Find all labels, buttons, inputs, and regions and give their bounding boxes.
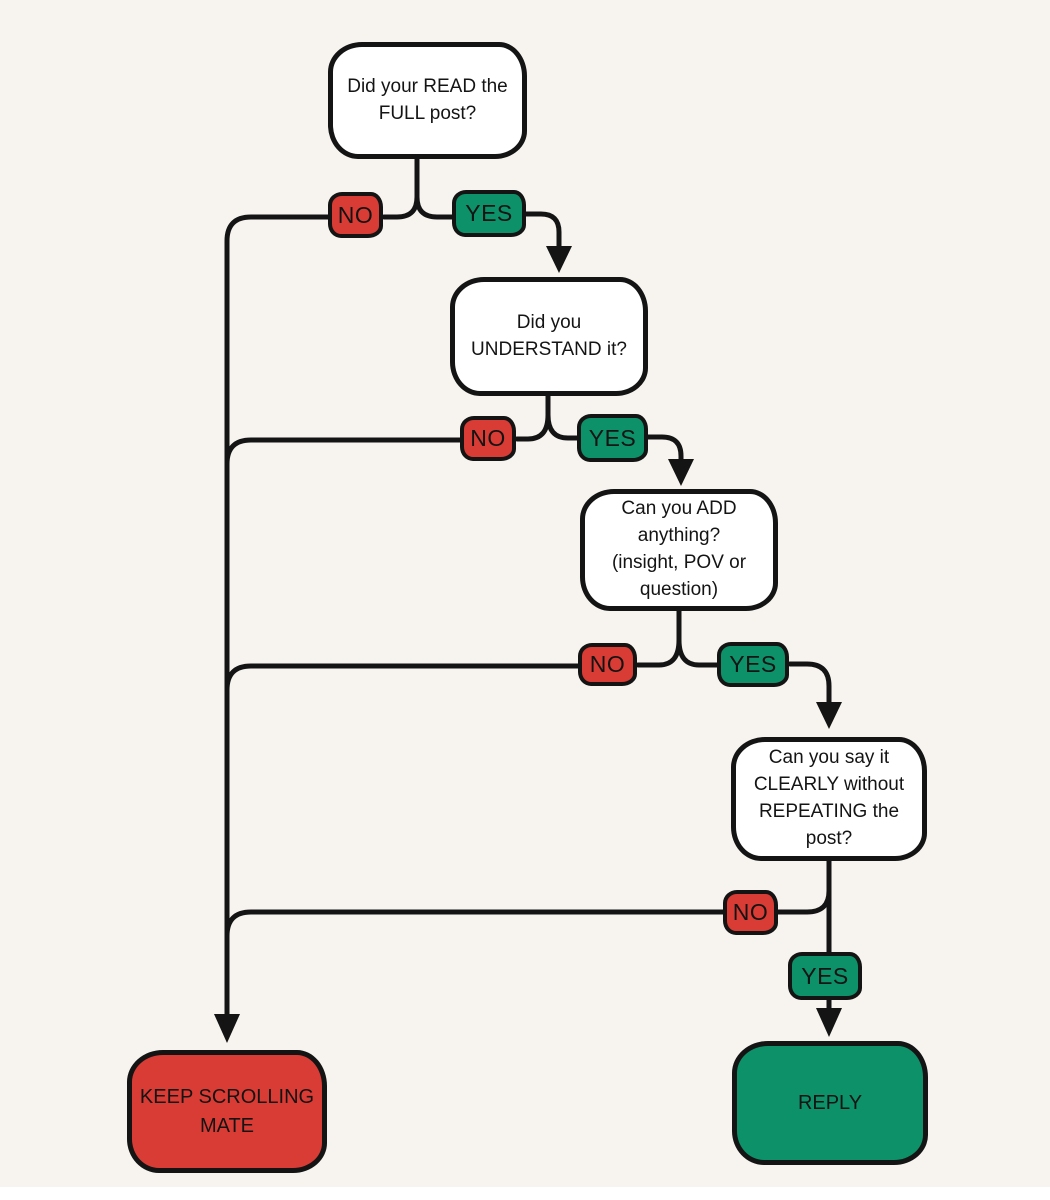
connector-q1-fork-left — [381, 194, 420, 220]
arrowhead-into-keep — [214, 1014, 240, 1043]
terminal-text: KEEP SCROLLING MATE — [139, 1085, 315, 1137]
yes-badge-4: YES — [788, 952, 862, 1000]
no-badge-2: NO — [460, 416, 516, 461]
connector-yes1-q2 — [523, 211, 562, 251]
terminal-keep-scrolling: KEEP SCROLLING MATE — [127, 1050, 327, 1173]
arrowhead-into-q2 — [546, 246, 572, 273]
yes-label: YES — [465, 200, 513, 226]
no-label: NO — [337, 201, 374, 228]
terminal-text: REPLY — [797, 1091, 863, 1114]
arrowhead-into-q3 — [668, 459, 694, 486]
connector-no3-trunk — [224, 663, 581, 693]
no-label: NO — [470, 425, 506, 451]
connector-no1-trunk — [224, 214, 331, 1017]
no-badge-4: NO — [723, 890, 778, 935]
bottom-strip — [0, 1187, 1050, 1200]
connector-q2-fork-left — [514, 412, 551, 442]
decision-text: Did your READ the FULL post? — [347, 75, 508, 124]
arrowhead-into-q4 — [816, 702, 842, 729]
no-label: NO — [589, 651, 626, 677]
decision-text: Can you ADD anything? (insight, POV or q… — [611, 498, 747, 600]
yes-label: YES — [729, 651, 777, 677]
decision-read-full-post: Did your READ the FULL post? — [328, 42, 527, 159]
decision-text: Did you UNDERSTAND it? — [471, 311, 627, 360]
no-badge-1: NO — [328, 192, 383, 238]
yes-label: YES — [588, 424, 637, 451]
yes-label: YES — [801, 962, 849, 989]
yes-badge-3: YES — [717, 642, 789, 687]
no-badge-3: NO — [578, 643, 637, 686]
yes-badge-2: YES — [577, 414, 648, 462]
decision-add-anything: Can you ADD anything? (insight, POV or q… — [580, 489, 778, 611]
decision-say-clearly: Can you say it CLEARLY without REPEATING… — [731, 737, 927, 861]
connector-q1-fork-right — [414, 194, 455, 220]
connector-yes3-q4 — [787, 661, 832, 707]
decision-understand: Did you UNDERSTAND it? — [450, 277, 648, 396]
connector-q3-fork-left — [635, 637, 682, 668]
no-label: NO — [732, 899, 769, 925]
connector-yes2-q3 — [645, 434, 684, 464]
decision-text: Can you say it CLEARLY without REPEATING… — [753, 747, 905, 849]
yes-badge-1: YES — [452, 190, 526, 237]
connector-q2-fork-right — [545, 412, 580, 441]
connector-no4-trunk — [224, 909, 726, 939]
connector-q3-fork-right — [676, 637, 720, 668]
arrowhead-into-reply — [816, 1008, 842, 1037]
connector-no4-branch — [775, 888, 832, 915]
connector-no2-trunk — [224, 437, 463, 467]
terminal-reply: REPLY — [732, 1041, 928, 1165]
